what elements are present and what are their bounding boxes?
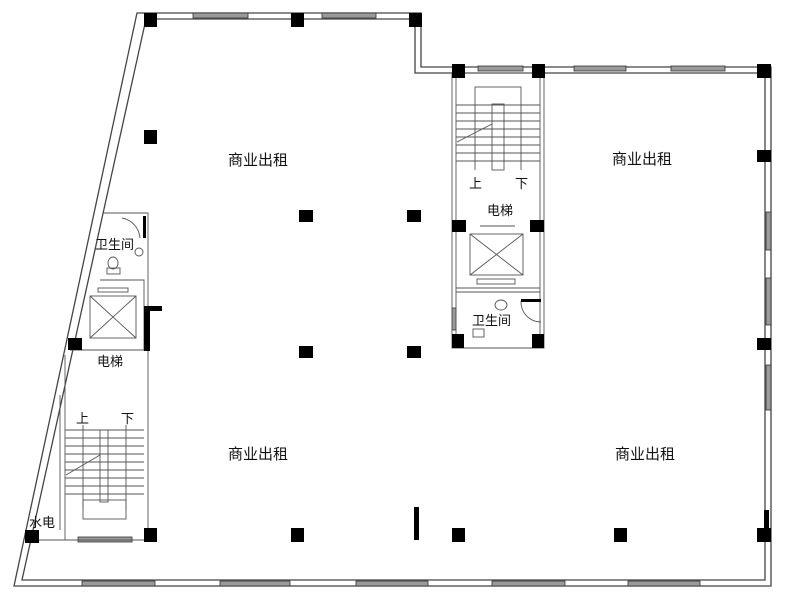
sink-icon [494,299,508,311]
toilet-icon [472,328,485,338]
exterior-wall [13,12,772,587]
sink-icon [134,247,144,257]
right-elevator-label: 电梯 [487,204,513,219]
room-label-bottom-right: 商业出租 [615,445,675,463]
right-stair [456,86,540,171]
right-toilet-label: 卫生间 [472,314,511,329]
left-stair-down-label: 下 [121,412,134,427]
left-core: 卫生间 电梯 上 下 水电 [29,212,149,541]
structural-columns [25,13,771,543]
door-swing-icon [520,300,542,323]
left-stair-up-label: 上 [76,412,89,427]
room-label-top-left: 商业出租 [228,151,288,169]
right-stair-down-label: 下 [515,177,528,192]
toilet-icon [107,256,119,270]
left-elevator-label: 电梯 [97,355,123,370]
left-stair [65,425,144,520]
windows [77,12,772,587]
room-label-bottom-left: 商业出租 [228,445,288,463]
utility-room-label: 水电 [29,516,55,531]
right-core: 电梯 上 下 卫生间 [451,72,545,349]
door-swing-icon [121,217,141,239]
right-stair-up-label: 上 [469,177,482,192]
room-label-top-right: 商业出租 [612,150,672,168]
left-toilet-label: 卫生间 [95,238,134,253]
